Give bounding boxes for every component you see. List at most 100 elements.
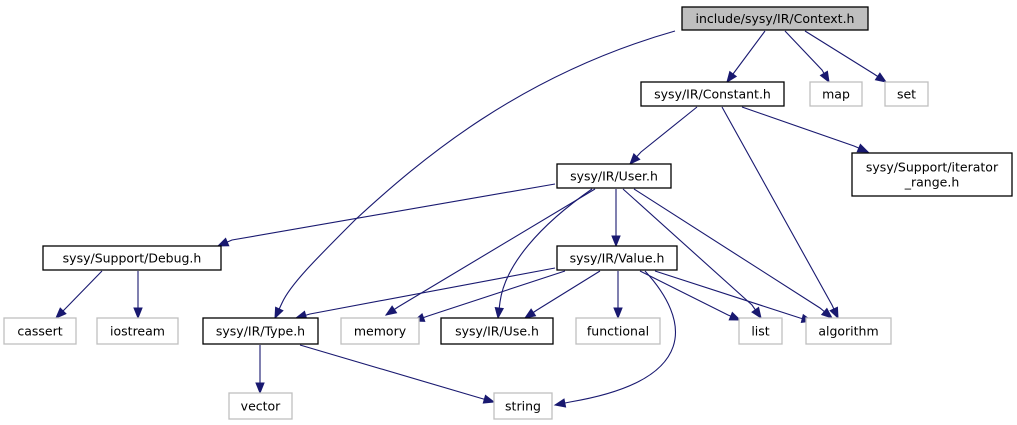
node-label: sysy/IR/Use.h [455,324,539,339]
edge-user-to-debug [216,183,556,247]
edge-context-to-set [804,30,888,83]
edge-user-to-value [611,189,621,248]
arrowhead [523,308,537,319]
edge-user-to-memory [384,188,596,316]
node-box [640,81,785,107]
arrowhead [255,382,265,395]
node-label: sysy/Support/Debug.h [63,251,202,266]
node-label: algorithm [818,324,878,339]
edge-context-to-type [274,30,676,320]
node-value[interactable]: sysy/IR/Value.h [556,245,678,271]
edge-user-to-use [494,188,593,320]
node-label: map [822,87,850,102]
arrowhead [55,307,67,319]
node-label: sysy/IR/Constant.h [654,87,771,102]
node-box [884,81,929,107]
arrowhead [494,306,505,320]
edge-type-to-vector [255,345,265,395]
node-list: list [738,317,783,345]
arrowhead [829,306,839,320]
edge-value-to-memory [412,270,566,322]
edge-value-to-functional [613,271,623,320]
arrowhead [629,153,641,165]
node-type[interactable]: sysy/IR/Type.h [202,317,319,345]
edge-user-to-list [622,188,762,320]
node-box [228,392,293,420]
arrowhead [728,311,742,321]
edge-value-to-use [523,270,601,319]
arrowhead [216,237,230,247]
arrowhead [553,398,567,408]
node-box [681,6,869,31]
arrowhead [482,394,496,404]
node-box [340,317,420,345]
node-set: set [884,81,929,107]
edge-debug-to-cassert [55,270,103,319]
edge-value-to-list [639,270,742,321]
arrowhead [133,307,143,320]
arrowhead [820,307,834,319]
node-use[interactable]: sysy/IR/Use.h [440,317,554,345]
edge-context-to-map [784,30,830,84]
node-label: include/sysy/IR/Context.h [696,11,855,26]
node-label: string [505,399,541,414]
arrowhead [384,305,398,316]
node-box [738,317,783,345]
node-box [202,317,319,345]
node-cassert: cassert [3,317,77,345]
node-context[interactable]: include/sysy/IR/Context.h [681,6,869,31]
node-label: memory [354,324,407,339]
arrowhead [611,235,621,248]
node-memory: memory [340,317,420,345]
edges-layer [55,30,888,408]
node-box [440,317,554,345]
node-box [96,317,179,345]
node-label: iostream [110,324,165,339]
node-label: functional [587,324,649,339]
node-box [805,317,892,345]
edge-type-to-string [299,344,496,404]
edge-constant-to-user [629,106,698,165]
edge-debug-to-iostream [133,271,143,320]
node-box [575,317,661,345]
node-box [809,81,863,107]
edge-value-to-type [294,267,556,320]
arrowhead [726,70,738,84]
node-box [556,163,672,189]
node-string: string [493,392,553,420]
node-iterator-range[interactable]: sysy/Support/iterator_range.h [851,152,1013,197]
edge-user-to-algorithm [633,188,834,319]
node-label: sysy/IR/User.h [570,169,658,184]
node-label: list [751,324,769,339]
arrowhead [751,306,762,320]
edge-constant-to-iterator_range [741,106,870,153]
node-label: _range.h [904,175,960,190]
arrowhead [856,143,870,153]
node-functional: functional [575,317,661,345]
node-map: map [809,81,863,107]
node-constant[interactable]: sysy/IR/Constant.h [640,81,785,107]
node-label: sysy/IR/Type.h [216,324,305,339]
node-box [851,152,1013,197]
arrowhead [274,306,284,320]
node-label: cassert [17,324,62,339]
arrowhead [819,70,830,84]
edge-constant-to-algorithm [721,106,839,320]
node-label: vector [241,399,282,414]
node-debug[interactable]: sysy/Support/Debug.h [42,245,222,271]
edge-value-to-string [553,270,677,408]
nodes-layer: include/sysy/IR/Context.h sysy/IR/Constan… [3,6,1013,420]
node-box [3,317,77,345]
node-box [493,392,553,420]
edge-context-to-constant [726,30,766,84]
node-user[interactable]: sysy/IR/User.h [556,163,672,189]
arrowhead [874,72,888,83]
node-iostream: iostream [96,317,179,345]
node-vector: vector [228,392,293,420]
node-label: set [897,87,916,102]
node-label: sysy/Support/iterator [866,160,999,175]
node-algorithm: algorithm [805,317,892,345]
node-label: sysy/IR/Value.h [570,251,665,266]
arrowhead [613,307,623,320]
